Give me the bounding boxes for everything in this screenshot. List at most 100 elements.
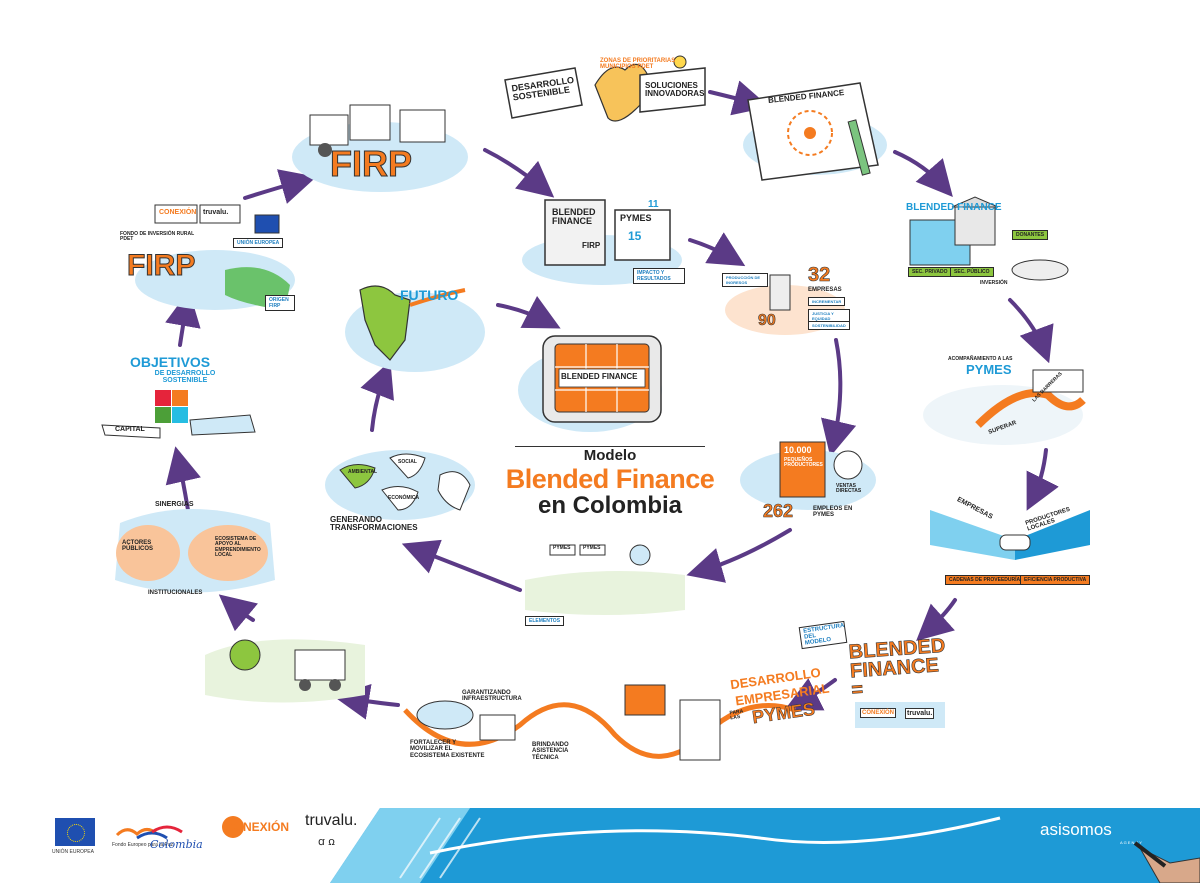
sinergias-top: SINERGIAS [155,501,194,508]
transform-a: AMBIENTAL [348,469,378,475]
footer: UNIÓN EUROPEA Fondo Europeo para la Paz … [0,798,1200,883]
firp-top-node: FIRP [290,95,470,195]
field-c2: PYMES [583,545,601,551]
field-tag: ELEMENTOS [525,616,565,626]
firp-left-tag: UNIÓN EUROPEA [233,238,284,248]
stats-tag3: SOSTENIBILIDAD [808,321,850,330]
stats-tag1: INCREMENTAR [808,297,846,306]
futuro-title: FUTURO [400,287,459,303]
desarrollo-note: Zonas de prioritarias municipios PDET [600,58,676,71]
bf-box-n1: 11 [648,199,659,210]
empleos-t1: PEQUEÑOS PRODUCTORES [784,457,823,469]
ods-node: OBJETIVOS DE DESARROLLO SOSTENIBLE CAPIT… [100,350,260,440]
sinergias-node: SINERGIAS ACTORES PÚBLICOS ECOSISTEMA DE… [100,495,280,605]
ods-illustration [101,390,256,439]
firp-top-illustration [292,104,468,192]
empleos-n2: 262 [763,501,794,521]
field-node: PYMES PYMES ELEMENTOS [520,540,690,635]
bf-equals-text: BLENDED FINANCE = [847,634,947,702]
firp-top-title: FIRP [329,143,413,184]
farm-node [200,615,370,715]
center-title-line1: Modelo [577,447,643,464]
futuro-node: FUTURO [340,270,490,380]
sinergias-left: ACTORES PÚBLICOS [122,540,154,553]
desarrollo-side: SOLUCIONES INNOVADORAS [645,81,705,99]
transform-e: ECONÓMICA [388,495,420,501]
truvalu-glyph-icon: ꭤ ꭥ [318,835,335,848]
fondo-label: Fondo Europeo para la Paz [112,842,174,848]
desarrollo-emp-node: DESARROLLO EMPRESARIAL PARA LAS PYMES [720,665,835,740]
wave-t1: FORTALECER Y MOVILIZAR EL ECOSISTEMA EXI… [410,740,485,759]
asisomos-label: asisomos [1040,820,1112,839]
sinergias-illustration [115,509,275,593]
bf-box-firp: FIRP [582,241,601,250]
paper-illustration [743,82,887,181]
fence-illustration [923,369,1086,445]
fondo-logo [112,820,207,850]
transform-s: SOCIAL [398,459,417,465]
transform-illustration [325,450,475,520]
bf-bank-title: BLENDED FINANCE [906,202,1002,213]
tablet-node: BLENDED FINANCE [515,330,665,435]
bf-box-n2: 15 [628,229,642,243]
center-title-line2: Blended Finance [505,464,715,494]
firp-left-illustration [135,204,295,310]
bf-paper-node: BLENDED FINANCE [740,75,890,185]
ods-tag: CAPITAL [115,426,145,433]
drawing-hand-icon [1133,841,1200,883]
center-title-line3: en Colombia [537,492,682,520]
eu-label: UNIÓN EUROPEA [52,849,94,855]
firp-left-tag2: ORIGEN FIRP [265,295,295,311]
empleos-node: 10.000 PEQUEÑOS PRODUCTORES 262 EMPLEOS … [738,440,878,530]
wave-t3: BRINDANDO ASISTENCIA TÉCNICA [532,742,569,761]
firp-left-logo2: truvalu. [203,209,229,216]
sinergias-right: ECOSISTEMA DE APOYO AL EMPRENDIMIENTO LO… [215,536,261,558]
tablet-title: BLENDED FINANCE [561,372,638,381]
sinergias-bottom: INSTITUCIONALES [148,590,203,596]
bf-bank-node: BLENDED FINANCE SEC. PRIVADO SEC. PÚBLIC… [900,195,1070,295]
field-c1: PYMES [553,545,571,551]
bf-box-tag: IMPACTO Y RESULTADOS [633,268,685,284]
desarrollo-emp-para: PARA LAS [729,708,744,722]
stats-n2: 90 [758,312,776,329]
ods-line2: DE DESARROLLO SOSTENIBLE [154,370,216,385]
empleos-n1: 10.000 [784,445,812,455]
bf-equals-node: BLENDED FINANCE = CONEXIÓN truvalu. [847,634,960,735]
handshake-illustration [930,510,1090,560]
bf-box-pymes: PYMES [620,213,652,223]
firp-left-note: FONDO DE INVERSIÓN RURAL PDET [120,231,195,243]
desarrollo-node: DESARROLLO SOSTENIBLE Zonas de prioritar… [500,50,710,145]
conexion-label: CONEXIÓN [225,820,290,834]
wave-node: FORTALECER Y MOVILIZAR EL ECOSISTEMA EXI… [400,670,800,790]
empresas-tag2: EFICIENCIA PRODUCTIVA [1020,575,1091,585]
fondo-script: Colombia [150,838,203,851]
eu-flag-icon [55,818,95,846]
empleos-t3: VENTAS DIRECTAS [836,483,862,495]
stats-node: 32 EMPRESAS 90 PRODUCCIÓN DE INGRESOS IN… [720,255,850,340]
empresas-node: EMPRESAS PRODUCTORES LOCALES CADENAS DE … [925,496,1095,600]
firp-left-node: CONEXIÓN truvalu. FONDO DE INVERSIÓN RUR… [115,200,295,320]
bf-box-title: BLENDED FINANCE [552,207,596,227]
bf-equals-logo2: truvalu. [905,708,935,720]
ods-line1: OBJETIVOS [130,354,211,370]
wave-illustration [403,684,796,761]
map-illustration [345,285,485,372]
center-title: Modelo Blended Finance en Colombia [505,438,715,519]
firp-left-logo1: CONEXIÓN [159,209,197,216]
bf-bank-tag-3: INVERSIÓN [980,280,1008,286]
wave-t2: GARANTIZANDO INFRAESTRUCTURA [462,690,522,703]
bank-illustration [909,196,1069,281]
dove-illustration [504,55,706,122]
stats-left: PRODUCCIÓN DE INGRESOS [722,273,768,287]
bf-bank-tag-0: SEC. PRIVADO [908,267,952,277]
empleos-illustration [740,441,876,510]
firp-left-title: FIRP [126,249,196,282]
truvalu-label: truvalu. [305,812,358,829]
bf-equals-logo1: CONEXIÓN [860,708,897,719]
footer-wave [330,808,1200,883]
field-illustration [525,544,685,615]
bf-bank-tag-2: DONANTES [1012,230,1049,240]
fondo-birds-icon [115,825,183,840]
stats-n1: 32 [808,264,831,286]
